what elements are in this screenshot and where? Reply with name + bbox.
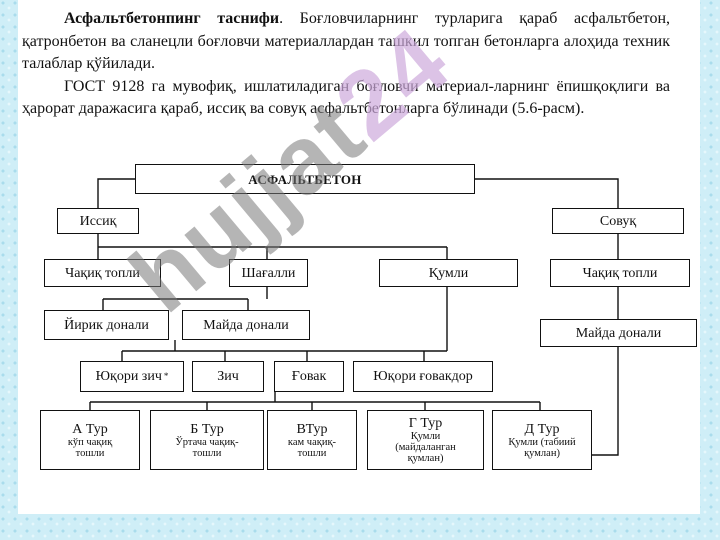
type-d-line2: қумлан) (524, 447, 560, 459)
type-d-title: Д Тур (524, 421, 560, 437)
box-gravel: Шағалли (229, 259, 308, 287)
box-type-d: Д Тур Қумли (табиий қумлан) (492, 410, 592, 470)
high-dense-label: Юқори зич (95, 369, 162, 384)
connector-root-cold (475, 178, 619, 208)
type-g-line1: Қумли (410, 431, 441, 442)
box-sandy: Қумли (379, 259, 518, 287)
box-asphalt-concrete: АСФАЛЬТБЕТОН (135, 164, 475, 194)
type-v-title: ВТур (296, 421, 328, 437)
high-dense-mark: * (163, 371, 169, 381)
box-type-a: А Тур кўп чақиқ тошли (40, 410, 140, 470)
type-b-line1: Ўртача чақиқ- (175, 436, 239, 448)
type-g-title: Г Тур (408, 416, 443, 431)
type-g-line2: (майдаланган (395, 442, 456, 453)
box-high-dense: Юқори зич* (80, 361, 184, 392)
box-high-porous: Юқори ғовакдор (353, 361, 493, 392)
connector-root-hot (97, 178, 135, 208)
type-b-title: Б Тур (190, 421, 224, 437)
type-a-title: А Тур (72, 421, 108, 437)
box-dense: Зич (192, 361, 264, 392)
paragraph-1-heading: Асфальтбетонпинг таснифи (64, 10, 280, 27)
header-text: Асфальтбетонпинг таснифи. Боғловчиларнин… (22, 8, 670, 121)
box-hot-crushed-sand: Чақиқ топли (44, 259, 161, 287)
box-hot: Иссиқ (57, 208, 139, 234)
paragraph-2: ГОСТ 9128 га мувофиқ, ишлатиладиган боғл… (22, 77, 670, 118)
type-a-line1: кўп чақиқ (67, 436, 113, 448)
type-b-line2: тошли (192, 447, 222, 459)
type-v-line2: тошли (297, 447, 327, 459)
type-g-line3: қумлан) (407, 453, 444, 464)
box-fine-grain: Майда донали (182, 310, 310, 340)
box-porous: Ғовак (274, 361, 344, 392)
type-v-line1: кам чақиқ- (287, 436, 337, 448)
type-a-line2: тошли (75, 447, 105, 459)
type-d-line1: Қумли (табиий (508, 436, 576, 448)
box-cold-fine-grain: Майда донали (540, 319, 697, 347)
connector-cold-fine-down (592, 347, 619, 456)
paragraph-1-body: . Боғловчиларнинг турларига қараб асфаль… (22, 10, 670, 72)
box-type-b: Б Тур Ўртача чақиқ- тошли (150, 410, 264, 470)
box-coarse-grain: Йирик донали (44, 310, 169, 340)
paragraph-1: Асфальтбетонпинг таснифи. Боғловчиларнин… (22, 8, 670, 76)
box-cold: Совуқ (552, 208, 684, 234)
box-cold-crushed-sand: Чақиқ топли (550, 259, 690, 287)
box-type-g: Г Тур Қумли (майдаланган қумлан) (367, 410, 484, 470)
box-type-v: ВТур кам чақиқ- тошли (267, 410, 357, 470)
